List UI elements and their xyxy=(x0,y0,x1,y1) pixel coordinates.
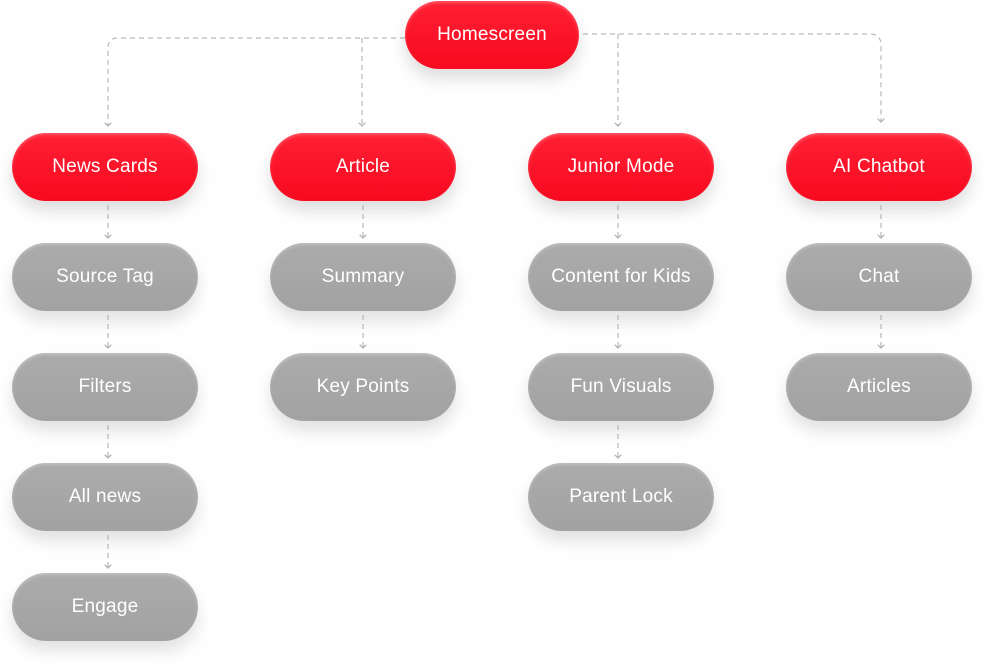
node-news-cards: News Cards xyxy=(12,133,198,201)
node-all-news: All news xyxy=(12,463,198,531)
node-articles: Articles xyxy=(786,353,972,421)
node-content-for-kids: Content for Kids xyxy=(528,243,714,311)
node-filters: Filters xyxy=(12,353,198,421)
node-source-tag: Source Tag xyxy=(12,243,198,311)
node-chat: Chat xyxy=(786,243,972,311)
node-ai-chatbot: AI Chatbot xyxy=(786,133,972,201)
node-homescreen: Homescreen xyxy=(405,1,579,69)
node-engage: Engage xyxy=(12,573,198,641)
connector-root-news-cards xyxy=(108,37,405,126)
node-key-points: Key Points xyxy=(270,353,456,421)
node-fun-visuals: Fun Visuals xyxy=(528,353,714,421)
node-summary: Summary xyxy=(270,243,456,311)
node-junior-mode: Junior Mode xyxy=(528,133,714,201)
node-article: Article xyxy=(270,133,456,201)
connector-root-junior-mode xyxy=(583,33,881,122)
node-parent-lock: Parent Lock xyxy=(528,463,714,531)
